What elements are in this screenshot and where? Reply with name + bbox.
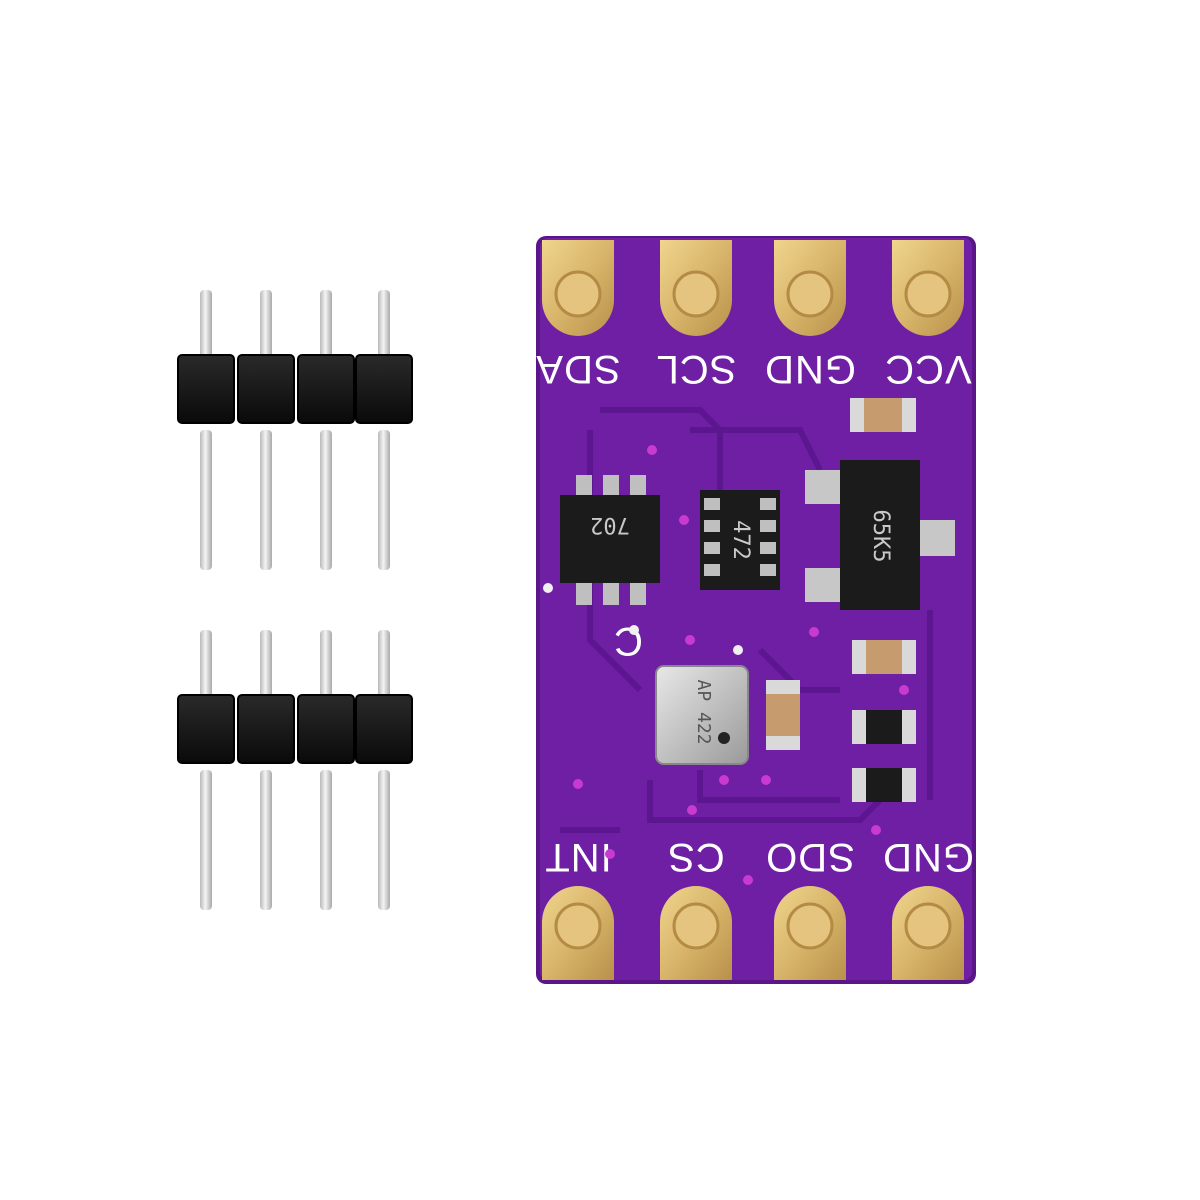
bottom-solder-pad <box>892 886 964 980</box>
header-pin-lower <box>200 770 212 910</box>
header-pin-upper <box>260 290 272 365</box>
header-housing <box>177 694 235 764</box>
header-housing <box>297 694 355 764</box>
top-pin-label: SDA <box>535 347 620 391</box>
bottom-pin-label: SDO <box>765 835 855 879</box>
header-pin-lower <box>200 430 212 570</box>
bottom-pin-label: GND <box>882 835 974 879</box>
pin-header-bottom <box>177 630 413 910</box>
sot23-6-chip: 702 <box>560 475 660 605</box>
header-pin-upper <box>200 630 212 705</box>
top-solder-pad <box>892 240 964 336</box>
header-pin-upper <box>320 290 332 365</box>
msop8-marking: 472 <box>728 520 753 560</box>
pin-header-top <box>177 290 413 570</box>
via-holes <box>573 445 909 885</box>
header-pin-lower <box>378 770 390 910</box>
header-pin-upper <box>200 290 212 365</box>
header-housing <box>355 354 413 424</box>
sot23-marking: 702 <box>590 512 630 537</box>
header-pin-upper <box>378 630 390 705</box>
top-solder-pad <box>774 240 846 336</box>
smd-capacitor <box>852 640 916 674</box>
smd-resistor <box>852 710 916 744</box>
board-mark: C <box>613 619 643 663</box>
top-solder-pad <box>542 240 614 336</box>
top-pin-label: SCL <box>656 347 737 391</box>
vias <box>543 583 743 655</box>
top-pad-row <box>542 240 964 336</box>
header-housing <box>237 354 295 424</box>
header-pin-lower <box>260 770 272 910</box>
header-pin-lower <box>320 430 332 570</box>
top-pin-label: VCC <box>884 347 971 391</box>
bottom-solder-pad <box>542 886 614 980</box>
bottom-solder-pad <box>774 886 846 980</box>
pressure-sensor: AP 422 <box>655 665 749 765</box>
msop8-chip: 472 <box>700 490 780 590</box>
header-pin-upper <box>378 290 390 365</box>
top-solder-pad <box>660 240 732 336</box>
header-pin-upper <box>260 630 272 705</box>
header-pin-lower <box>320 770 332 910</box>
bottom-pin-labels: INT CS SDO GND <box>544 835 974 879</box>
top-pin-label: GND <box>764 347 856 391</box>
header-housing <box>177 354 235 424</box>
header-housing <box>355 694 413 764</box>
header-pin-upper <box>320 630 332 705</box>
regulator-marking: 65K5 <box>868 510 893 563</box>
header-housing <box>237 694 295 764</box>
sot223-regulator: 65K5 <box>805 460 955 610</box>
smd-capacitor <box>850 398 916 432</box>
smd-resistor <box>852 768 916 802</box>
header-pin-lower <box>260 430 272 570</box>
bottom-pin-label: INT <box>544 835 611 879</box>
bottom-pad-row <box>542 886 964 980</box>
sensor-marking: AP 422 <box>693 679 714 744</box>
header-housing <box>297 354 355 424</box>
bottom-pin-label: CS <box>667 835 725 879</box>
bottom-solder-pad <box>660 886 732 980</box>
top-pin-labels: SDA SCL GND VCC <box>535 347 971 391</box>
header-pin-lower <box>378 430 390 570</box>
smd-capacitor <box>766 680 800 750</box>
sensor-module-board: SDA SCL GND VCC INT CS SDO GND 702 472 <box>535 236 976 984</box>
